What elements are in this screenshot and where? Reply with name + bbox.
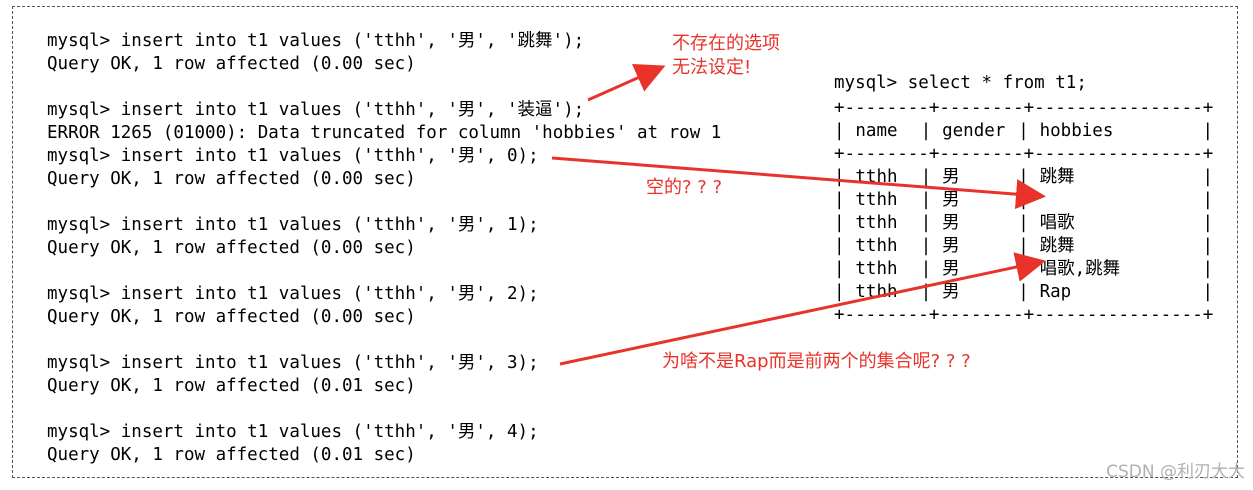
column-separator: |: [920, 236, 932, 256]
column-separator: |: [920, 190, 932, 210]
table-border: +--------+--------+----------------+: [834, 305, 1214, 325]
table-cell: [1029, 189, 1202, 212]
column-separator: |: [920, 282, 932, 302]
table-cell: tthh: [844, 167, 919, 187]
column-separator: |: [834, 213, 845, 233]
terminal-line: mysql> insert into t1 values ('tthh', '男…: [47, 284, 539, 304]
annotation-why-not-rap: 为啥不是Rap而是前两个的集合呢? ? ?: [662, 351, 971, 372]
table-cell: Rap: [1029, 282, 1198, 302]
table-cell: 唱歌,跳舞: [1029, 259, 1184, 279]
table-border-bottom: +--------+--------+----------------+: [834, 304, 1213, 327]
table-border-top: +--------+--------+----------------+: [834, 97, 1213, 120]
column-separator: |: [1018, 259, 1029, 279]
terminal-line: ERROR 1265 (01000): Data truncated for c…: [47, 123, 722, 143]
table-row: | tthh | 男 | |: [834, 189, 1213, 212]
terminal-line: mysql> insert into t1 values ('tthh', '男…: [47, 353, 539, 373]
blank-line: [47, 329, 721, 352]
column-separator: |: [1202, 167, 1213, 187]
dashed-frame: [12, 6, 1238, 478]
table-row: | tthh | 男 | 跳舞 |: [834, 235, 1213, 258]
table-row: | tthh | 男 | 唱歌,跳舞 |: [834, 258, 1213, 281]
column-separator: |: [920, 121, 932, 141]
column-separator: |: [1202, 236, 1213, 256]
column-separator: |: [1202, 121, 1213, 141]
terminal-line: mysql> insert into t1 values ('tthh', '男…: [47, 215, 539, 235]
column-header: name: [844, 121, 919, 141]
terminal-line: mysql> insert into t1 values ('tthh', '男…: [47, 100, 585, 120]
terminal-line: mysql> insert into t1 values ('tthh', '男…: [47, 422, 539, 442]
table-cell: tthh: [844, 190, 919, 210]
table-header: | name | gender | hobbies |: [834, 120, 1213, 143]
column-separator: |: [1018, 190, 1029, 210]
terminal-line: Query OK, 1 row affected (0.01 sec): [47, 445, 416, 465]
column-separator: |: [1018, 282, 1029, 302]
result-table: +--------+--------+----------------+| na…: [834, 97, 1213, 327]
column-separator: |: [834, 236, 845, 256]
terminal-line: mysql> insert into t1 values ('tthh', '男…: [47, 31, 585, 51]
column-separator: |: [920, 259, 932, 279]
terminal-line: Query OK, 1 row affected (0.00 sec): [47, 169, 416, 189]
terminal-output: mysql> insert into t1 values ('tthh', '男…: [47, 30, 721, 467]
table-row: | tthh | 男 | Rap |: [834, 281, 1213, 304]
table-cell: 男: [931, 167, 1013, 187]
column-separator: |: [1202, 259, 1213, 279]
table-cell: 男: [931, 213, 1013, 233]
terminal-line: Query OK, 1 row affected (0.00 sec): [47, 307, 416, 327]
annotation-invalid-option: 不存在的选项 无法设定!: [672, 33, 780, 78]
annotation-empty: 空的? ? ?: [646, 177, 723, 198]
column-separator: |: [834, 282, 845, 302]
column-separator: |: [1018, 121, 1029, 141]
watermark: CSDN @利刃大大: [1106, 462, 1245, 482]
column-separator: |: [1018, 213, 1029, 233]
blank-line: [47, 260, 721, 283]
column-separator: |: [834, 190, 845, 210]
table-cell: tthh: [844, 259, 919, 279]
column-separator: |: [1202, 282, 1213, 302]
table-cell: 跳舞: [1029, 236, 1191, 256]
table-border-mid: +--------+--------+----------------+: [834, 143, 1213, 166]
table-row: | tthh | 男 | 唱歌 |: [834, 212, 1213, 235]
blank-line: [47, 76, 721, 99]
table-row: | tthh | 男 | 跳舞 |: [834, 166, 1213, 189]
table-cell: 跳舞: [1029, 167, 1191, 187]
table-cell: 男: [931, 236, 1013, 256]
column-separator: |: [834, 121, 845, 141]
column-separator: |: [1202, 213, 1213, 233]
terminal-line: Query OK, 1 row affected (0.00 sec): [47, 54, 416, 74]
column-separator: |: [834, 259, 845, 279]
terminal-line: mysql> insert into t1 values ('tthh', '男…: [47, 146, 539, 166]
select-command: mysql> select * from t1;: [834, 73, 1087, 93]
column-separator: |: [1018, 167, 1029, 187]
table-border: +--------+--------+----------------+: [834, 98, 1214, 118]
column-separator: |: [920, 167, 932, 187]
terminal-line: Query OK, 1 row affected (0.01 sec): [47, 376, 416, 396]
blank-line: [47, 191, 721, 214]
table-cell: tthh: [844, 213, 919, 233]
blank-line: [47, 398, 721, 421]
table-cell: 男: [931, 282, 1013, 302]
table-cell: 男: [931, 259, 1013, 279]
column-separator: |: [920, 213, 932, 233]
column-header: hobbies: [1029, 121, 1198, 141]
column-separator: |: [1202, 190, 1213, 210]
table-border: +--------+--------+----------------+: [834, 144, 1214, 164]
column-header: gender: [931, 121, 1016, 141]
table-cell: 男: [931, 190, 1013, 210]
terminal-line: Query OK, 1 row affected (0.00 sec): [47, 238, 416, 258]
column-separator: |: [1018, 236, 1029, 256]
table-cell: 唱歌: [1029, 213, 1191, 233]
table-cell: tthh: [844, 282, 919, 302]
table-cell: tthh: [844, 236, 919, 256]
column-separator: |: [834, 167, 845, 187]
